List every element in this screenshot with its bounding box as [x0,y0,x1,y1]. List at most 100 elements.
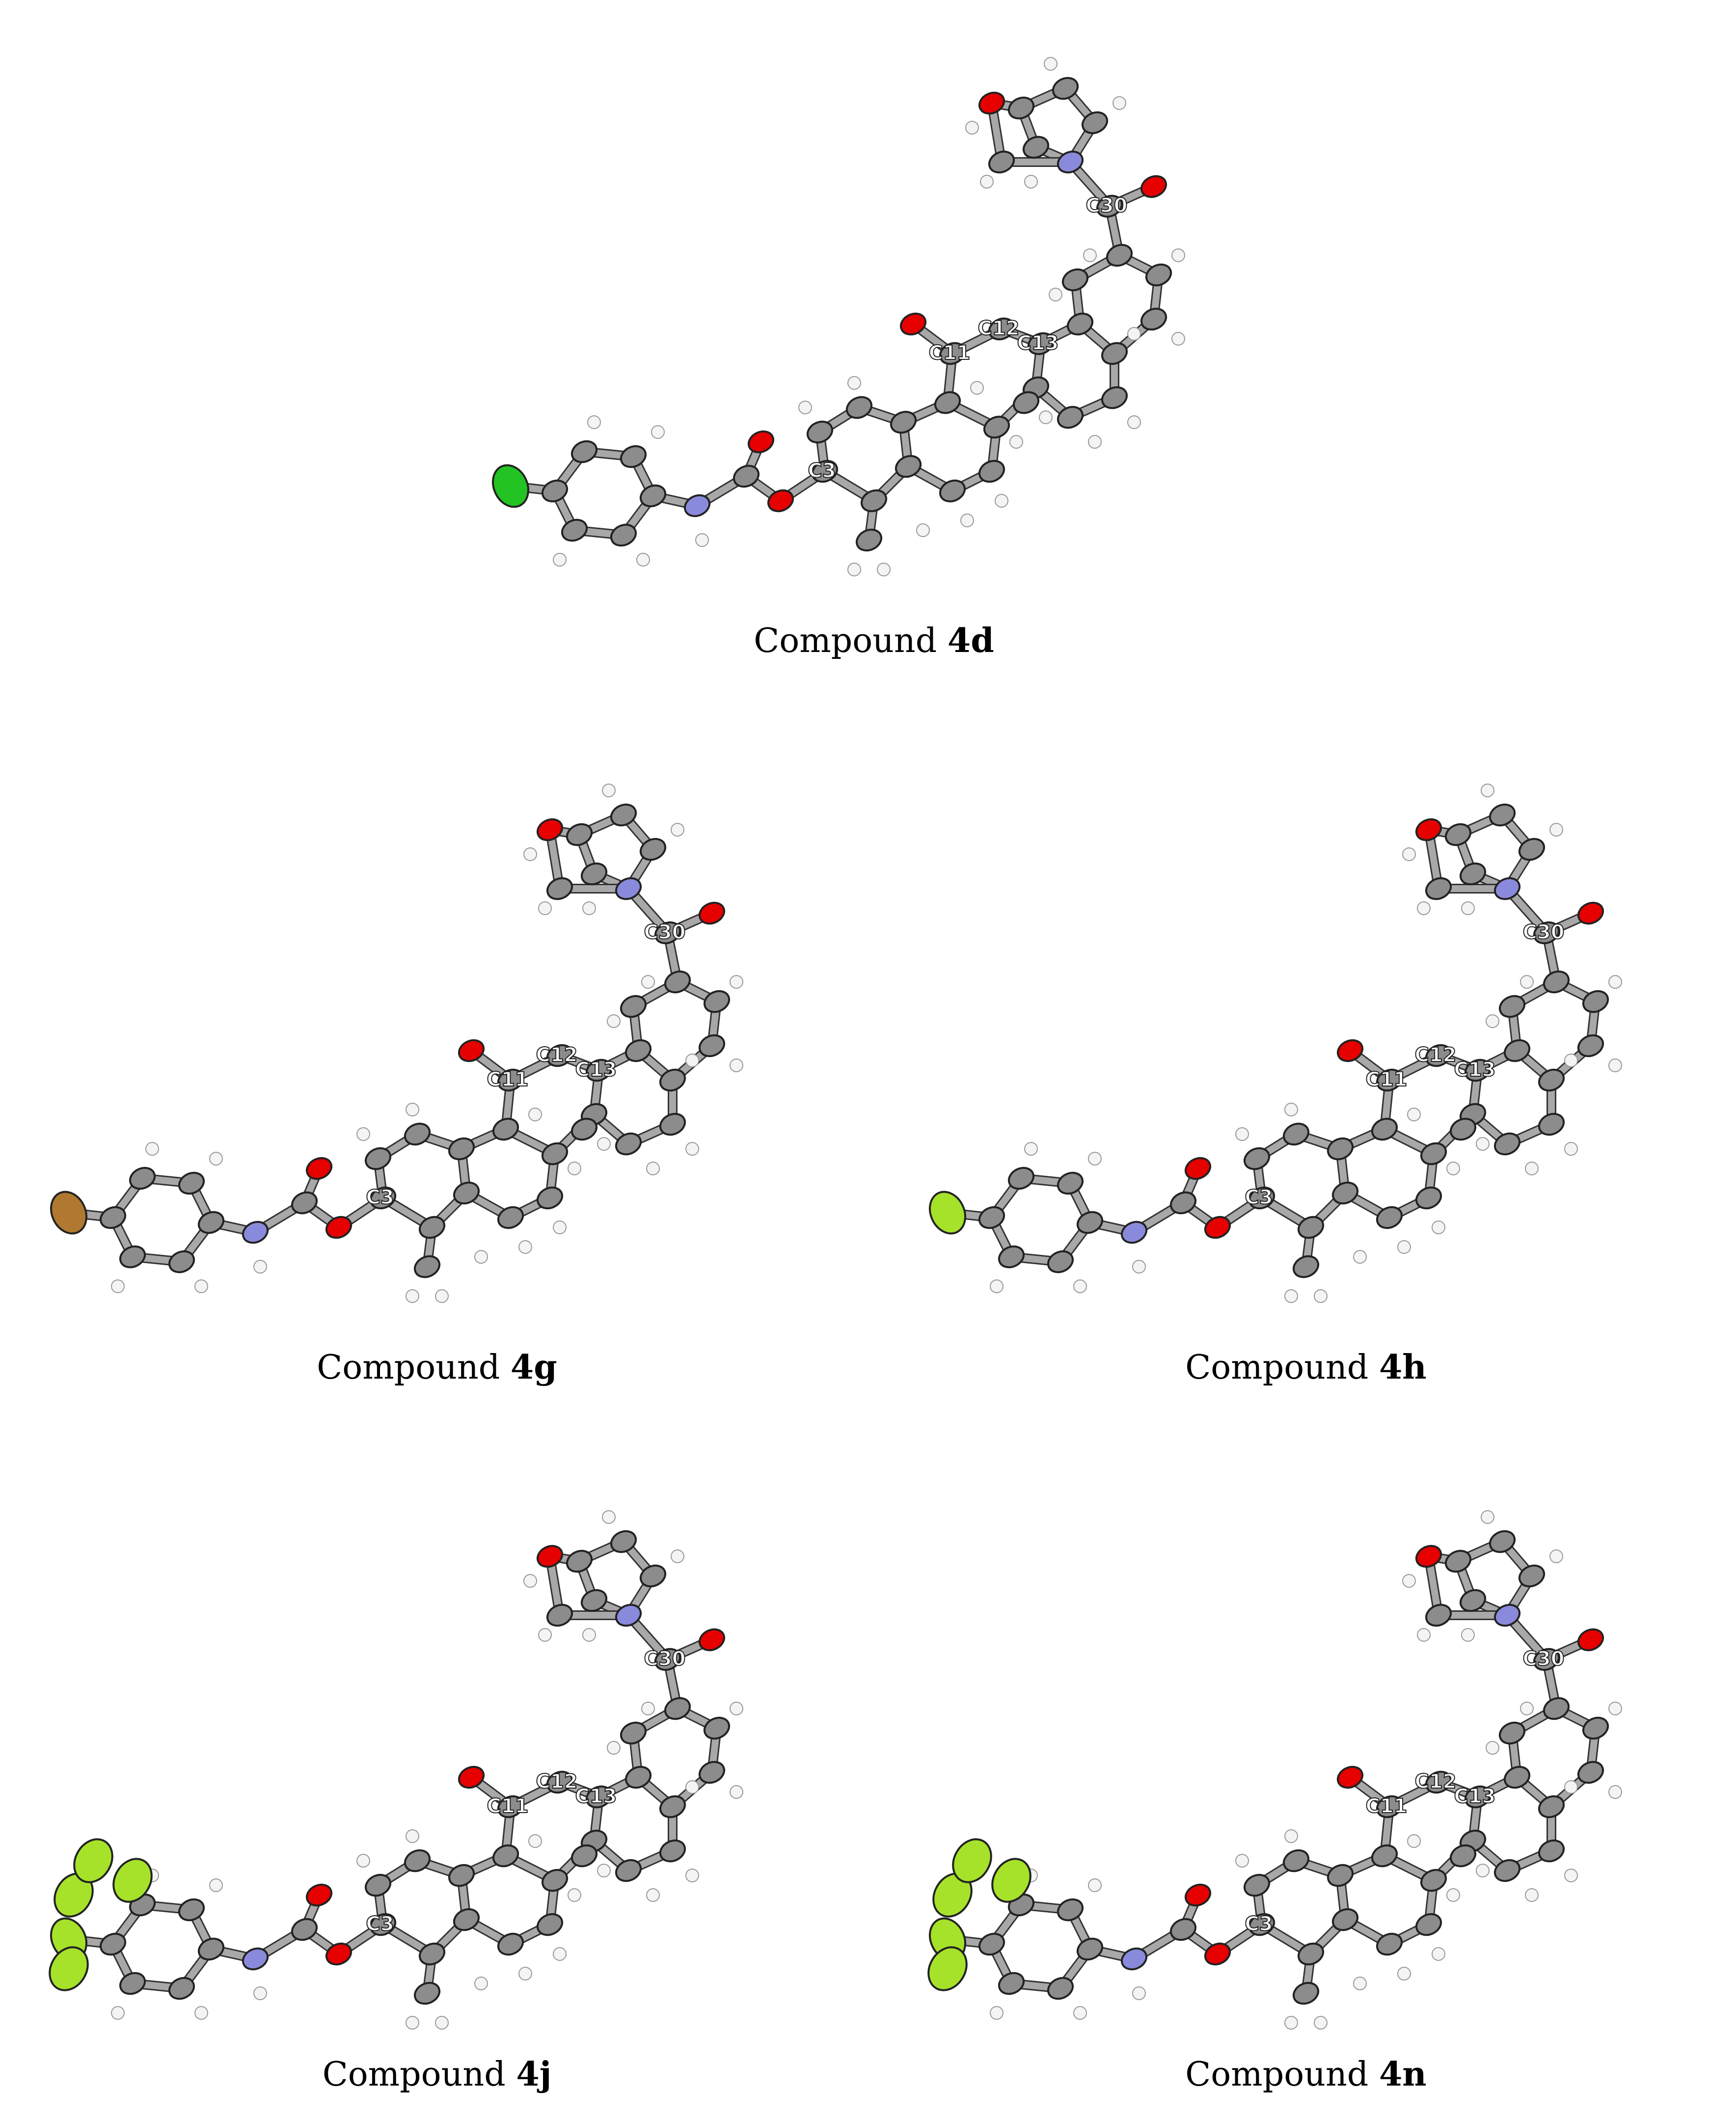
oxygen-atom [1336,1765,1364,1789]
hydrogen-atom [730,1785,743,1799]
hydrogen-atom [685,1780,699,1794]
oxygen-atom [305,1157,333,1180]
carbon-atom [1047,1977,1074,2000]
hydrogen-atom [607,1741,621,1755]
hydrogen-atom [1353,1977,1367,1990]
oxygen-atom [899,312,927,336]
oxygen-atom [536,818,564,841]
carbon-atom [664,970,691,994]
carbon-atom [1101,342,1128,365]
hydrogen-atom [538,901,552,915]
carbon-atom [659,1068,686,1092]
carbon-atom [546,1770,573,1794]
carbon-atom [1503,1765,1531,1789]
carbon-atom [168,1250,195,1274]
atom-label: C12 [1414,1770,1456,1793]
carbon-atom [1425,877,1452,900]
carbon-atom [453,1181,480,1205]
hydrogen-atom [847,376,861,390]
carbon-atom [1140,307,1167,331]
nitrogen-atom [683,494,711,517]
carbon-atom [1582,1716,1609,1740]
hydrogen-atom [965,121,979,135]
halogen-atom [492,464,529,508]
halogen-atom [929,1191,966,1235]
carbon-atom [168,1977,195,2000]
carbon-atom [566,1549,593,1573]
atom-label: C11 [1365,1068,1407,1091]
fluorine-atom [952,1838,992,1883]
carbon-atom [1248,1186,1275,1210]
carbon-atom [988,150,1015,174]
carbon-atom [1582,990,1609,1013]
oxygen-atom [978,91,1005,115]
caption-4d-prefix: Compound [754,622,937,660]
hydrogen-atom [641,1702,655,1715]
hydrogen-atom [1476,1864,1490,1877]
hydrogen-atom [1353,1250,1367,1264]
oxygen-atom [536,1545,564,1568]
atom-label: C12 [1414,1044,1456,1066]
carbon-atom [1052,77,1079,100]
carbon-atom [845,396,873,419]
hydrogen-atom [990,2006,1004,2020]
hydrogen-atom [1446,1162,1460,1175]
carbon-atom [1538,1839,1565,1863]
oxygen-atom [698,1628,726,1652]
carbon-atom [119,1972,146,1995]
carbon-atom [570,1844,598,1868]
carbon-atom [1503,1039,1531,1062]
oxygen-atom [1204,1216,1231,1239]
carbon-atom [197,1211,225,1234]
carbon-atom [939,479,966,503]
hydrogen-atom [685,1869,699,1882]
carbon-atom [1489,1530,1516,1553]
oxygen-atom [458,1765,485,1789]
hydrogen-atom [523,1574,537,1588]
carbon-atom [1543,970,1570,994]
carbon-atom [566,823,593,846]
caption-4g: Compound 4g [241,1348,633,1387]
carbon-atom [492,1844,519,1868]
carbon-atom [1538,1113,1565,1136]
hydrogen-atom [995,494,1008,508]
carbon-atom [580,862,608,886]
carbon-atom [497,1795,524,1818]
carbon-atom [639,838,667,861]
carbon-atom [978,1206,1005,1229]
hydrogen-atom [602,784,616,797]
hydrogen-atom [1608,975,1622,989]
hydrogen-atom [607,1014,621,1028]
hydrogen-atom [1525,1162,1539,1175]
carbon-atom [1459,862,1487,886]
carbon-atom [732,464,760,488]
oxygen-atom [1336,1039,1364,1062]
carbon-atom [1282,1849,1310,1873]
hydrogen-atom [980,175,994,189]
carbon-atom [1169,1918,1197,1941]
hydrogen-atom [1486,1741,1499,1755]
carbon-atom [541,1142,569,1166]
hydrogen-atom [1608,1702,1622,1715]
hydrogen-atom [960,514,974,527]
carbon-atom [703,990,731,1013]
hydrogen-atom [1564,1054,1578,1067]
hydrogen-atom [730,1702,743,1715]
hydrogen-atom [553,553,567,567]
hydrogen-atom [474,1977,488,1990]
carbon-atom [497,1932,524,1956]
carbon-atom [99,1932,127,1956]
carbon-atom [99,1206,127,1229]
carbon-atom [1145,263,1172,287]
hydrogen-atom [1284,1289,1298,1303]
carbon-atom [1518,838,1546,861]
caption-4j-label: 4j [516,2055,552,2094]
carbon-atom [654,1648,681,1671]
